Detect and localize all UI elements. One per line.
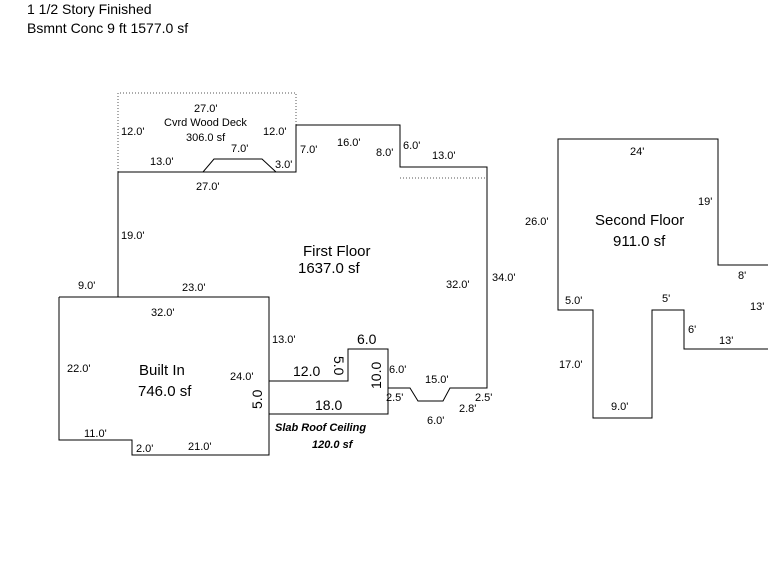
dim-sf-5: 5.0' bbox=[565, 295, 582, 307]
dim-deck-top: 27.0' bbox=[194, 103, 218, 115]
dim-slab-5-left: 5.0 bbox=[249, 389, 265, 409]
slab-area: 120.0 sf bbox=[312, 439, 354, 451]
second-floor-area: 911.0 sf bbox=[613, 233, 666, 250]
deck-area: 306.0 sf bbox=[186, 132, 226, 144]
dim-sf-9: 9.0' bbox=[611, 401, 628, 413]
built-in bbox=[58, 296, 270, 456]
dim-deck-bottom-mid: 7.0' bbox=[231, 143, 248, 155]
second-floor-name: Second Floor bbox=[595, 212, 684, 229]
built-in-name: Built In bbox=[139, 362, 185, 379]
dim-deck-right: 12.0' bbox=[263, 126, 287, 138]
deck-outline bbox=[117, 92, 297, 172]
basement-summary: Bsmnt Conc 9 ft 1577.0 sf bbox=[27, 20, 189, 36]
first-floor bbox=[117, 124, 488, 402]
dim-ff-2-5-left: 2.5' bbox=[386, 392, 403, 404]
dim-ff-6: 6.0' bbox=[403, 140, 420, 152]
first-floor-outline bbox=[117, 124, 488, 402]
dim-slab-12: 12.0 bbox=[293, 363, 320, 379]
second-floor bbox=[557, 138, 768, 419]
dim-ff-6-lower: 6.0' bbox=[389, 364, 406, 376]
dim-ff-13-lower: 13.0' bbox=[272, 334, 296, 346]
dim-bi-11: 11.0' bbox=[84, 428, 107, 440]
slab-roof-ceiling bbox=[269, 348, 389, 415]
dim-bi-24: 24.0' bbox=[230, 371, 254, 383]
dim-ff-19: 19.0' bbox=[121, 230, 145, 242]
dim-sf-6: 6' bbox=[688, 324, 696, 336]
dim-sf-19: 19' bbox=[698, 196, 712, 208]
dim-sf-17: 17.0' bbox=[559, 359, 583, 371]
built-in-area: 746.0 sf bbox=[138, 383, 192, 400]
dim-sf-24: 24' bbox=[630, 146, 644, 158]
dim-sf-13-lower: 13' bbox=[719, 335, 733, 347]
deck-front-edge bbox=[118, 158, 296, 173]
dim-ff-34: 34.0' bbox=[492, 272, 516, 284]
dim-ff-8: 8.0' bbox=[376, 147, 393, 159]
dim-deck-left: 12.0' bbox=[121, 126, 145, 138]
dim-ff-9: 9.0' bbox=[78, 280, 95, 292]
dim-slab-18: 18.0 bbox=[315, 397, 342, 413]
dim-slab-5-mid: 5.0 bbox=[331, 356, 347, 376]
dim-sf-13-upper: 13' bbox=[750, 301, 764, 313]
dim-ff-6-bottom: 6.0' bbox=[427, 415, 444, 427]
dim-ff-13: 13.0' bbox=[432, 150, 456, 162]
dim-ff-23: 23.0' bbox=[182, 282, 206, 294]
dim-ff-7: 7.0' bbox=[300, 144, 317, 156]
first-floor-area: 1637.0 sf bbox=[298, 260, 361, 277]
dim-ff-16: 16.0' bbox=[337, 137, 361, 149]
dim-ff-15: 15.0' bbox=[425, 374, 449, 386]
dim-slab-6: 6.0 bbox=[357, 331, 377, 347]
dim-sf-5-right: 5' bbox=[662, 293, 670, 305]
first-floor-name: First Floor bbox=[303, 243, 371, 260]
slab-name: Slab Roof Ceiling bbox=[275, 422, 366, 434]
dim-sf-8: 8' bbox=[738, 270, 746, 282]
dim-ff-2-5-right: 2.5' bbox=[475, 392, 492, 404]
slab-outline bbox=[269, 348, 389, 415]
dim-ff-32-right: 32.0' bbox=[446, 279, 470, 291]
second-floor-outline bbox=[557, 138, 768, 419]
dim-deck-bottom-right: 3.0' bbox=[275, 159, 292, 171]
dim-bi-21: 21.0' bbox=[188, 441, 212, 453]
dim-bi-2: 2.0' bbox=[136, 443, 153, 455]
drawing-title: 1 1/2 Story Finished bbox=[27, 1, 152, 17]
dim-slab-10: 10.0 bbox=[368, 362, 384, 389]
built-in-outline bbox=[58, 296, 270, 456]
deck-name: Cvrd Wood Deck bbox=[164, 117, 247, 129]
dim-bi-22: 22.0' bbox=[67, 363, 91, 375]
dim-sf-26: 26.0' bbox=[525, 216, 549, 228]
dim-ff-top: 27.0' bbox=[196, 181, 220, 193]
dim-bi-32: 32.0' bbox=[151, 307, 175, 319]
dim-deck-bottom-left: 13.0' bbox=[150, 156, 174, 168]
dim-ff-2-8: 2.8' bbox=[459, 403, 476, 415]
